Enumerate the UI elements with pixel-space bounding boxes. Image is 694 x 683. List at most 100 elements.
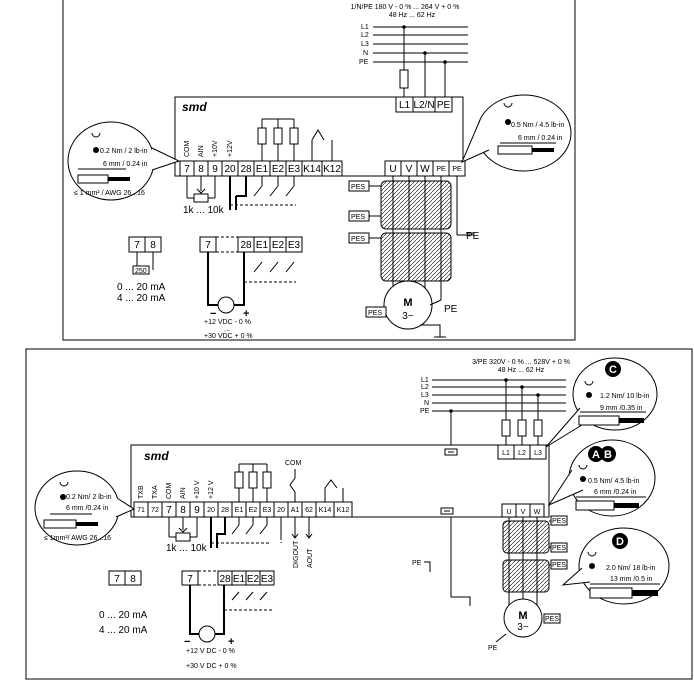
callout-ab-torque: 0.5 Nm/ 4.5 lb-in (588, 478, 639, 485)
bottom-term-V: V (521, 509, 526, 516)
top-ext-E2: E2 (272, 240, 285, 251)
top-input-terminals: L1 L2/N PE (395, 96, 453, 113)
bottom-line-N: N (424, 400, 429, 407)
top-panel: 1/N/PE 180 V - 0 % ... 264 V + 0 % 48 Hz… (62, 0, 576, 341)
bottom-label-COM: COM (166, 483, 173, 500)
callout-letter-c: C (609, 364, 617, 376)
top-line-L3: L3 (361, 41, 369, 48)
top-term-L1: L1 (399, 100, 411, 111)
callout-letter-d: D (616, 536, 624, 548)
bottom-pes-3: PES (552, 562, 566, 569)
top-label-COM: COM (184, 141, 191, 158)
svg-text:−: − (184, 636, 190, 648)
top-ci-7: 7 (134, 240, 140, 251)
top-term-L2N: L2/N (413, 100, 434, 111)
top-pes-1: PES (351, 184, 365, 191)
callout-d-strip: 13 mm /0.5 in (610, 576, 653, 583)
top-ext-v2: +30 VDC + 0 % (204, 333, 253, 340)
bottom-term-71: 71 (137, 507, 145, 514)
bottom-motor-3: 3~ (517, 622, 529, 633)
bottom-term-E2: E2 (249, 507, 258, 514)
bottom-input-terminals: L1 L2 L3 (497, 444, 547, 460)
top-internal-inputs (257, 118, 333, 161)
bottom-ext-28: 28 (219, 574, 231, 585)
top-right-torque: 0.5 Nm / 4.5 lb-in (511, 122, 564, 129)
top-term-E3: E3 (288, 164, 301, 175)
bottom-left-strip: 6 mm /0.24 in (66, 505, 109, 512)
bottom-supply-lines: L1 L2 L3 N PE (420, 377, 566, 448)
bottom-callout-ab: A B 0.5 Nm/ 4.5 lb-in 6 mm /0.24 in (547, 439, 656, 517)
bottom-left-torque-callout: 0.2 Nm/ 2 lb-in 6 mm /0.24 in ≤ 1mm²/ AW… (34, 470, 136, 546)
top-drive-title: smd (182, 100, 207, 114)
callout-letter-b: B (604, 449, 612, 461)
bottom-line-L3: L3 (421, 392, 429, 399)
bottom-term-L3: L3 (534, 450, 542, 457)
bottom-callout-c: C 1.2 Nm/ 10 lb-in 9 mm /0.35 in (545, 357, 658, 448)
bottom-ci-range2: 4 ... 20 mA (99, 625, 148, 636)
top-motor-terminals: U V W PE PE (384, 160, 466, 177)
top-term-K12: K12 (323, 164, 341, 175)
top-motor-3: 3~ (402, 311, 414, 322)
top-term-28: 28 (240, 164, 252, 175)
top-ext-v1: +12 VDC - 0 % (204, 319, 251, 326)
top-motor-wiring: PE PES PES PES M 3~ PES PE (348, 176, 480, 338)
top-supply-spec: 1/N/PE 180 V - 0 % ... 264 V + 0 % (351, 4, 460, 11)
top-motor-M: M (403, 297, 412, 309)
bottom-ci-range1: 0 ... 20 mA (99, 610, 148, 621)
top-ext-28: 28 (240, 240, 252, 251)
bottom-pes-4: PES (545, 616, 559, 623)
bottom-motor-terminals: U V W (501, 503, 545, 518)
bottom-term-9: 9 (194, 505, 200, 516)
bottom-term-U: U (506, 509, 511, 516)
bottom-ext-E3: E3 (261, 574, 274, 585)
top-ci-8: 8 (150, 240, 156, 251)
svg-text:+: + (243, 308, 249, 320)
bottom-pot-label: 1k ... 10k (166, 543, 208, 554)
bottom-left-wire: ≤ 1mm²/ AWG 26...16 (44, 535, 111, 542)
bottom-term-62: 62 (305, 507, 313, 514)
top-label-12V: +12V (227, 140, 234, 157)
bottom-input-wiring: 1k ... 10k DIGOUT AOUT (166, 517, 314, 568)
top-supply-freq: 48 Hz ... 62 Hz (389, 12, 436, 19)
bottom-ext-v2: +30 V DC + 0 % (186, 663, 237, 670)
bottom-pes-1: PES (552, 518, 566, 525)
bottom-ext-E1: E1 (233, 574, 246, 585)
top-pes-2: PES (351, 214, 365, 221)
top-pes-4: PES (368, 310, 382, 317)
bottom-motor-wiring: PES PES PES PE M 3~ PES PE (412, 515, 568, 652)
bottom-ext-supply: 7 28 E1 E2 E3 − + +12 V DC - 0 % +30 V D… (181, 570, 275, 670)
top-right-torque-callout: 0.5 Nm / 4.5 lb-in 6 mm / 0.24 in (461, 94, 572, 172)
bottom-line-L2: L2 (421, 384, 429, 391)
bottom-term-L1: L1 (502, 450, 510, 457)
bottom-internal-inputs: COM (234, 460, 344, 502)
top-line-PE: PE (359, 59, 369, 66)
bottom-term-E3: E3 (263, 507, 272, 514)
bottom-term-20b: 20 (277, 507, 285, 514)
top-ci-resistor: 250 (135, 268, 147, 275)
top-term-E2: E2 (272, 164, 285, 175)
top-label-AIN: AIN (198, 145, 205, 157)
bottom-term-A1: A1 (291, 507, 300, 514)
top-supply-lines: L1 L2 L3 N PE (359, 24, 468, 97)
bottom-pes-2: PES (552, 545, 566, 552)
top-panel-frame (62, 0, 576, 341)
bottom-pe-left: PE (412, 560, 422, 567)
top-term-8: 8 (198, 164, 204, 175)
bottom-term-72: 72 (151, 507, 159, 514)
bottom-term-8: 8 (180, 505, 186, 516)
top-term-U: U (389, 164, 396, 175)
top-term-9: 9 (212, 164, 218, 175)
top-ext-7: 7 (205, 240, 211, 251)
top-term-PE2: PE (452, 166, 462, 173)
top-term-PE: PE (437, 100, 451, 111)
bottom-label-10V: +10 V (194, 480, 201, 499)
bottom-term-L2: L2 (518, 450, 526, 457)
top-term-PE1: PE (436, 166, 446, 173)
top-left-torque: 0.2 Nm / 2 lb-in (100, 148, 148, 155)
top-label-10V: +10V (212, 140, 219, 157)
bottom-ci-7: 7 (114, 574, 120, 585)
bottom-current-input: 7 8 0 ... 20 mA 4 ... 20 mA (99, 570, 148, 636)
callout-letter-a: A (592, 449, 600, 461)
bottom-supply-spec: 3/PE 320V - 0 % ... 528V + 0 % (472, 359, 570, 366)
top-term-K14: K14 (303, 164, 321, 175)
